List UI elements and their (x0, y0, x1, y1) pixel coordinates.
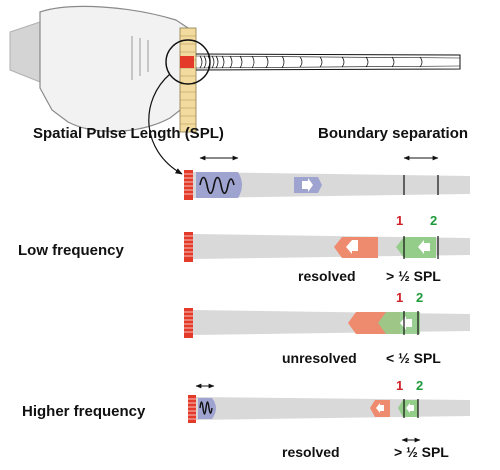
return-arrow-icon (376, 403, 384, 413)
pulse-waveform (199, 176, 235, 195)
resolved-label-low: resolved (298, 268, 356, 284)
patient-body-illustration (9, 5, 189, 132)
return-arrow-icon (400, 316, 412, 330)
unresolved-label: unresolved (282, 350, 357, 366)
boundary-separation-heading: Boundary separation (318, 125, 469, 142)
transducer-array (184, 308, 193, 338)
pulse-waveform (199, 401, 213, 415)
transmitted-pulse (196, 172, 242, 198)
condition-label-high: > ½ SPL (394, 444, 449, 460)
condition-label-unresolved: < ½ SPL (386, 350, 441, 366)
spl-heading: Spatial Pulse Length (SPL) (33, 125, 224, 142)
echo-2 (378, 312, 420, 334)
beam-row-pulse (184, 155, 470, 200)
transducer-probe (179, 27, 197, 133)
marker-2-low: 2 (430, 213, 438, 228)
marker-1-low: 1 (396, 213, 404, 228)
condition-label-low: > ½ SPL (386, 268, 441, 284)
transducer-array (184, 232, 193, 262)
resolved-label-high: resolved (282, 444, 340, 460)
beam-strip (193, 397, 470, 420)
direction-arrow-icon (302, 178, 313, 192)
marker-1-high: 1 (396, 378, 404, 393)
marker-1-unresolved: 1 (396, 290, 404, 305)
return-arrow-icon (418, 240, 430, 254)
ultrasound-beam-overview (195, 53, 461, 71)
marker-2-high: 2 (416, 378, 424, 393)
transmitted-pulse (198, 398, 216, 419)
beam-row-high-frequency (188, 383, 470, 443)
transducer-array (184, 170, 193, 200)
beam-row-low-frequency (184, 232, 470, 262)
beam-strip (193, 310, 470, 335)
higher-frequency-label: Higher frequency (22, 403, 146, 420)
return-arrow-icon (346, 240, 358, 254)
zoom-pointer-arrow (148, 73, 183, 175)
transducer-array (188, 395, 196, 423)
low-frequency-label: Low frequency (18, 242, 124, 259)
return-arrow-icon (406, 403, 414, 413)
zoom-circle (165, 39, 211, 85)
marker-2-unresolved: 2 (416, 290, 424, 305)
beam-row-unresolved (184, 308, 470, 338)
beam-strip (193, 172, 470, 198)
echo-2 (396, 237, 436, 258)
